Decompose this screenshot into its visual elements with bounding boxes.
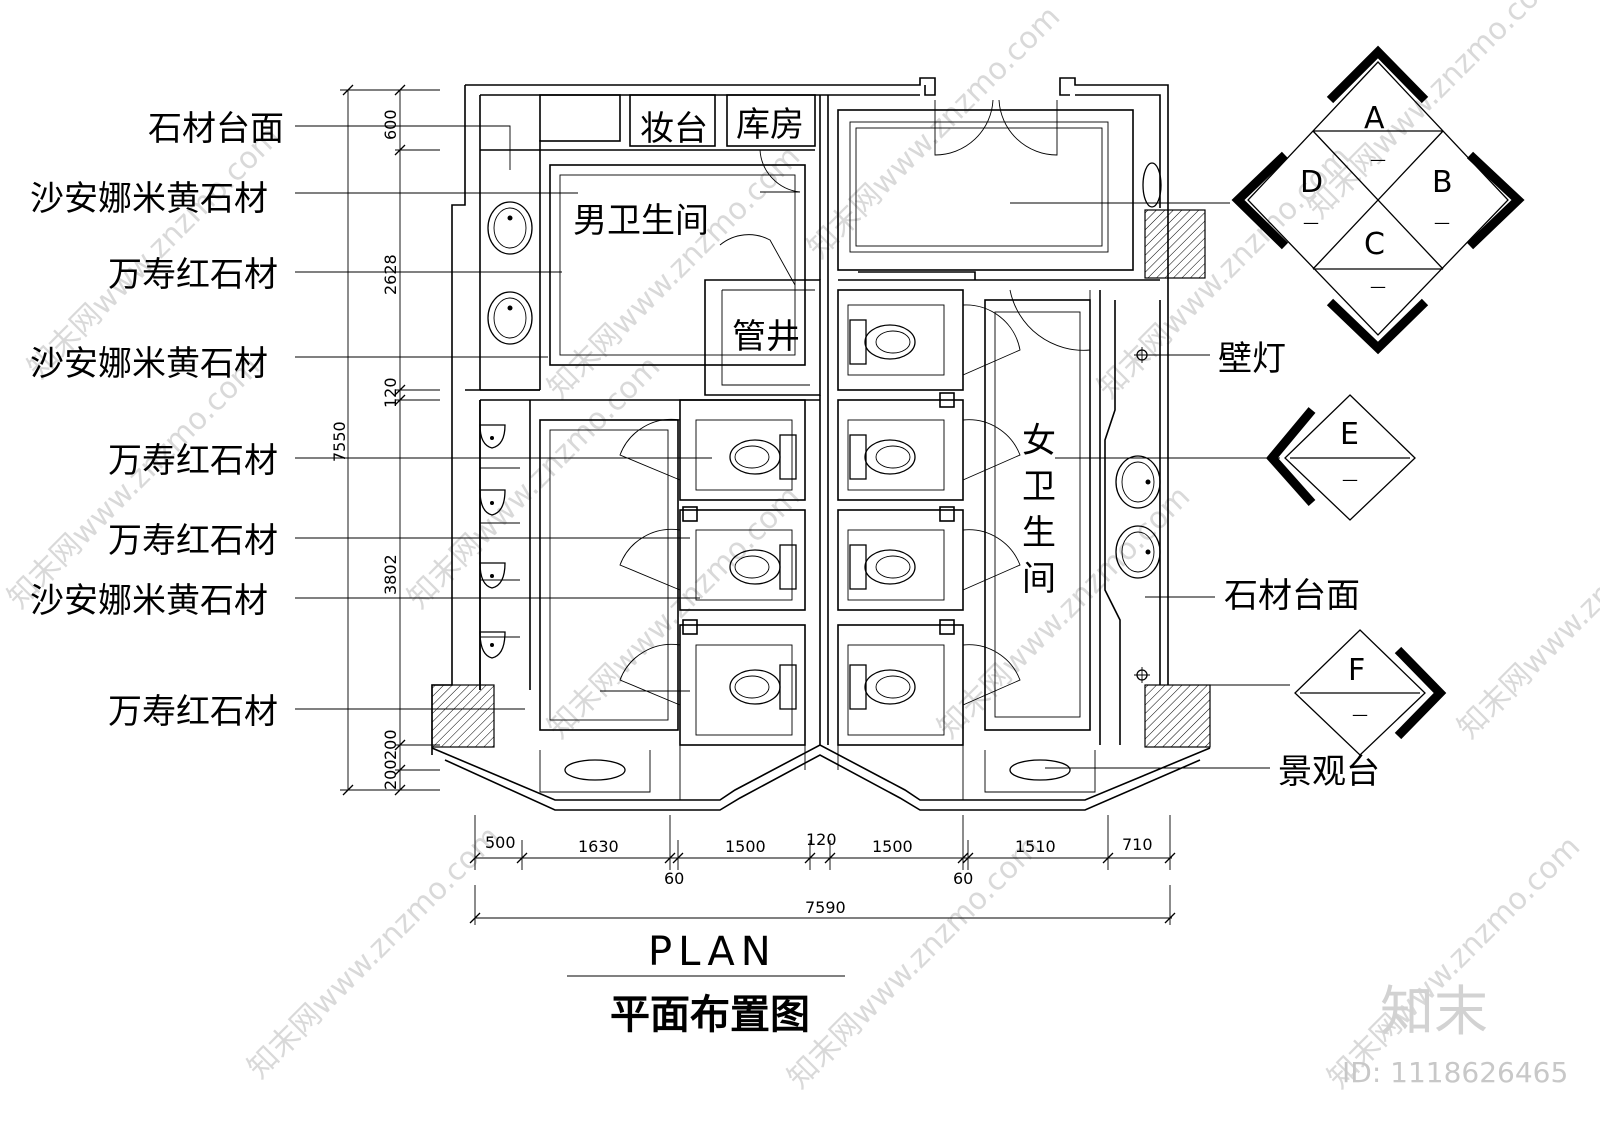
landscape-platform-label: 景观台 [1278, 752, 1380, 792]
material-labels-right: 壁灯 石材台面 景观台 [1218, 339, 1380, 792]
urinal-icon [479, 562, 506, 589]
elevation-dash: — [1303, 213, 1319, 232]
material-label: 沙安娜米黄石材 [30, 179, 268, 219]
elevation-dash: — [1370, 277, 1386, 296]
watermark-text: 知末网www.znzmo.com [781, 829, 1047, 1095]
sink-icon [487, 201, 533, 255]
dimension-total: 7590 [805, 898, 846, 917]
dimension-text: 2628 [381, 254, 400, 295]
material-label: 沙安娜米黄石材 [30, 581, 268, 621]
dimension-text: 60 [953, 869, 973, 888]
material-label: 万寿红石材 [108, 255, 278, 295]
watermark-logo: 知末 [1380, 980, 1488, 1043]
dimension-text: 7550 [330, 421, 349, 462]
elevation-marker-f: F — [1294, 629, 1447, 756]
dimension-lines [340, 84, 1176, 925]
room-label-men: 男卫生间 [573, 201, 709, 241]
dimension-text: 1500 [872, 837, 913, 856]
dimension-text: 1510 [1015, 837, 1056, 856]
wall-lamp-label: 壁灯 [1218, 339, 1286, 379]
elevation-label-b: B [1432, 165, 1453, 200]
material-labels-left: 石材台面 沙安娜米黄石材 万寿红石材 沙安娜米黄石材 万寿红石材 万寿红石材 沙… [30, 109, 284, 732]
elevation-marker-abcd: A B C D — — — — [1231, 45, 1525, 355]
elevation-marker-e: E — [1266, 394, 1416, 521]
toilet-icon [729, 664, 797, 710]
toilet-icon [849, 664, 916, 710]
urinal-icon [479, 424, 506, 449]
sink-icon [1115, 525, 1161, 579]
dimension-text: 120 [381, 377, 400, 408]
elevation-label-e: E [1340, 417, 1359, 452]
elevation-dash: — [1434, 213, 1450, 232]
watermark-text: 知末网www.znzmo.com [241, 819, 507, 1085]
dimension-text: 1630 [578, 837, 619, 856]
material-label: 万寿红石材 [108, 521, 278, 561]
toilet-icon [849, 434, 916, 480]
dimension-text: 500 [485, 833, 516, 852]
material-label: 万寿红石材 [108, 441, 278, 481]
urinal-icon [479, 631, 506, 659]
plan-title-cn: 平面布置图 [610, 992, 810, 1038]
watermark-text: 知末网www.znzmo.com [801, 0, 1067, 266]
room-label-women: 女 [1022, 421, 1056, 461]
watermark-text: 知末网www.znzmo.com [541, 479, 807, 745]
planter-icon [1009, 759, 1071, 781]
dimension-text: 120 [806, 830, 837, 849]
toilet-icon [849, 319, 916, 365]
wall-lamp-icon [1134, 667, 1150, 683]
plan-title-en: PLAN [648, 929, 777, 975]
dimension-text: 60 [664, 869, 684, 888]
elevation-label-a: A [1364, 101, 1385, 136]
material-label: 沙安娜米黄石材 [30, 344, 268, 384]
dimension-text: 710 [1122, 835, 1153, 854]
room-label-shaft: 管井 [732, 317, 800, 357]
sink-icon [1115, 455, 1161, 509]
toilet-icon [849, 544, 916, 590]
dimension-text: 3802 [381, 554, 400, 595]
watermark-text: 知末网www.znzmo.com [1, 349, 267, 615]
wall-lamp-icon [1134, 347, 1150, 363]
sink-icon [1142, 162, 1162, 208]
sink-icon [487, 291, 533, 345]
elevation-label-f: F [1348, 653, 1365, 688]
material-label: 万寿红石材 [108, 692, 278, 732]
room-label-makeup: 妆台 [640, 109, 708, 149]
elevation-dash: — [1342, 470, 1358, 489]
toilet-icon [729, 544, 797, 590]
material-label: 石材台面 [148, 109, 284, 149]
room-label-women: 生 [1022, 513, 1056, 553]
room-labels: 妆台 库房 男卫生间 管井 女 卫 生 间 [573, 105, 1056, 599]
leader-lines [295, 125, 1290, 769]
room-label-women: 卫 [1022, 467, 1056, 507]
title-block: PLAN 平面布置图 [567, 929, 845, 1038]
elevation-label-c: C [1364, 227, 1385, 262]
watermark-id: ID: 1118626465 [1342, 1056, 1568, 1089]
elevation-label-d: D [1300, 165, 1323, 200]
elevation-dash: — [1352, 705, 1368, 724]
fixtures [479, 162, 1162, 781]
urinal-icon [479, 489, 506, 516]
dimension-text: 600 [381, 109, 400, 140]
material-label: 石材台面 [1224, 576, 1360, 616]
room-label-storage: 库房 [736, 105, 804, 145]
dimension-text: 1500 [725, 837, 766, 856]
walls [431, 77, 1211, 811]
room-label-women: 间 [1022, 559, 1056, 599]
watermark-text: 知末网www.znzmo.com [1451, 479, 1600, 745]
elevation-dash: — [1370, 150, 1386, 169]
toilet-icon [729, 434, 797, 480]
dimension-text: 200 [381, 729, 400, 760]
dimension-text: 200 [381, 759, 400, 790]
planter-icon [564, 759, 626, 781]
